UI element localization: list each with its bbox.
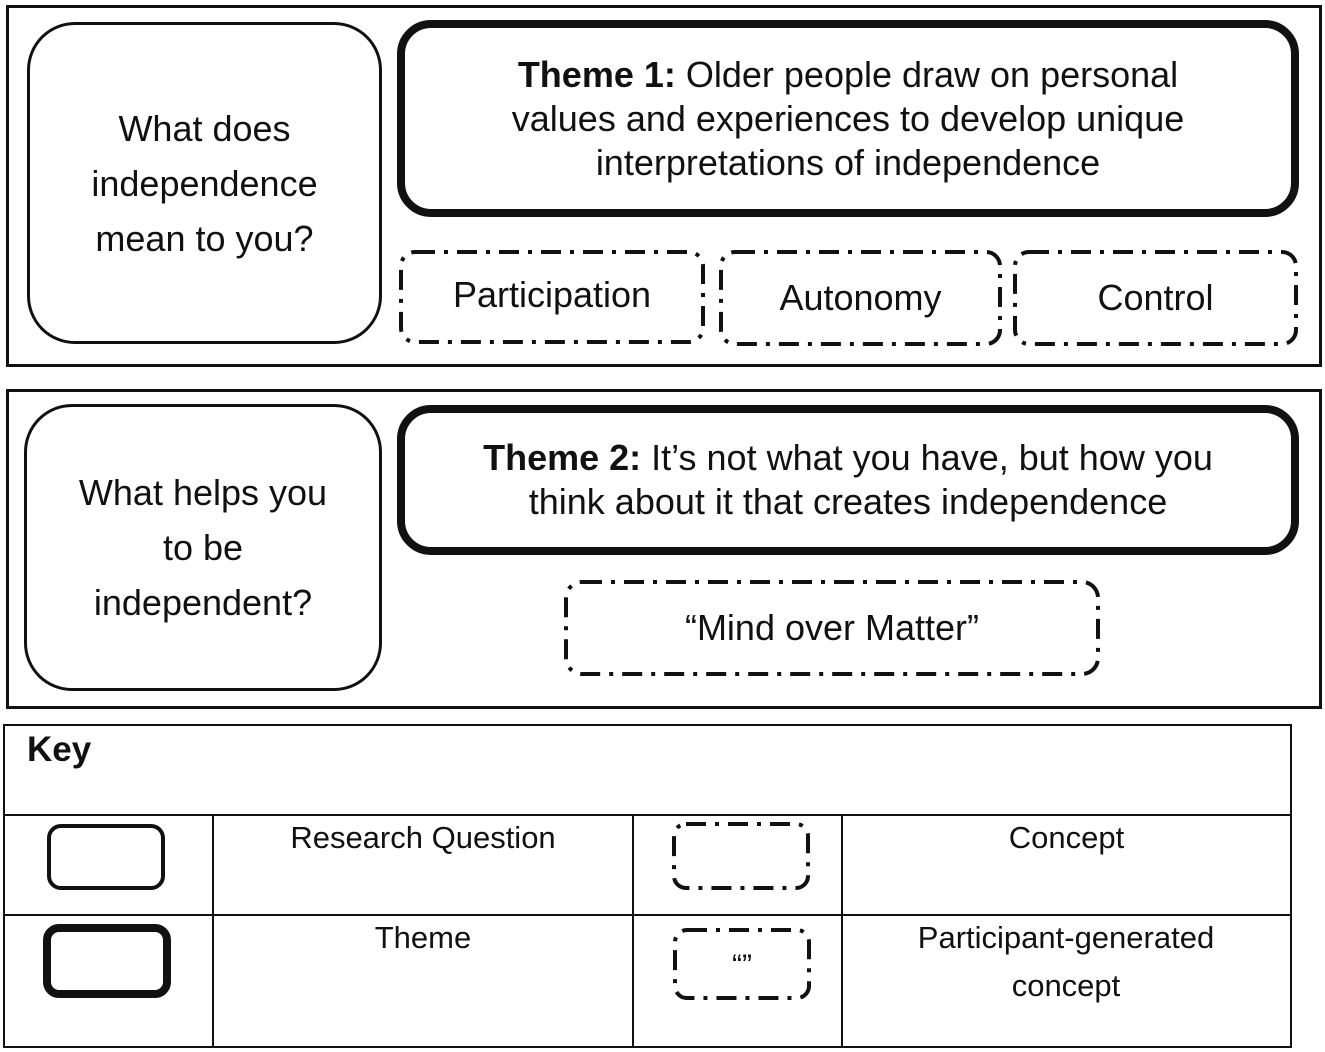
theme-2-label: Theme 2: — [483, 437, 642, 478]
key-label-theme: Theme — [374, 920, 472, 955]
key-label-research-question: Research Question — [290, 820, 556, 855]
concept-autonomy-label: Autonomy — [779, 277, 942, 318]
key-table: Key Research Question Concept Theme “” P… — [3, 724, 1292, 1048]
key-label-participant-concept: Participant-generated concept — [917, 920, 1215, 1003]
key-divider-middle — [5, 914, 1290, 916]
concept-control: Control — [1013, 250, 1298, 346]
concept-mind-over-matter: “Mind over Matter” — [564, 580, 1100, 676]
concept-mind-over-matter-border — [564, 580, 1100, 676]
theme-1-description: Older people draw on personal values and… — [511, 53, 1185, 183]
theme-2-text: Theme 2: It’s not what you have, but how… — [465, 436, 1231, 524]
key-divider-top — [5, 814, 1290, 816]
concept-autonomy: Autonomy — [719, 250, 1002, 346]
key-symbol-theme — [43, 924, 171, 998]
concept-control-border — [1013, 250, 1298, 346]
concept-autonomy-border — [719, 250, 1002, 346]
concept-participation: Participation — [399, 248, 705, 342]
concept-control-label: Control — [1097, 277, 1214, 318]
key-label-concept: Concept — [1008, 820, 1125, 855]
theme-1-label: Theme 1: — [517, 53, 676, 95]
research-question-2: What helps you to be independent? — [24, 404, 382, 691]
concept-participation-label: Participation — [452, 274, 652, 315]
key-symbol-concept — [672, 822, 810, 890]
key-column-3 — [841, 814, 843, 1046]
key-symbol-participant-concept — [673, 928, 811, 1000]
theme-1-box: Theme 1: Older people draw on personal v… — [397, 20, 1299, 217]
theme-1-text: Theme 1: Older people draw on personal v… — [475, 53, 1221, 185]
concept-mind-over-matter-label: “Mind over Matter” — [684, 607, 980, 648]
panel-theme-1 — [6, 5, 1322, 367]
key-symbol-participant-quotes: “” — [732, 949, 752, 982]
theme-2-box: Theme 2: It’s not what you have, but how… — [397, 405, 1299, 555]
key-column-1 — [212, 814, 214, 1046]
theme-2-description: It’s not what you have, but how you thin… — [528, 437, 1213, 522]
concept-participation-border — [399, 250, 705, 344]
research-question-2-text: What helps you to be independent? — [78, 472, 328, 623]
key-title: Key — [27, 730, 92, 769]
research-question-1: What does independence mean to you? — [27, 22, 382, 344]
key-symbol-research-question — [47, 824, 165, 890]
key-column-2 — [632, 814, 634, 1046]
research-question-1-text: What does independence mean to you? — [91, 107, 318, 259]
